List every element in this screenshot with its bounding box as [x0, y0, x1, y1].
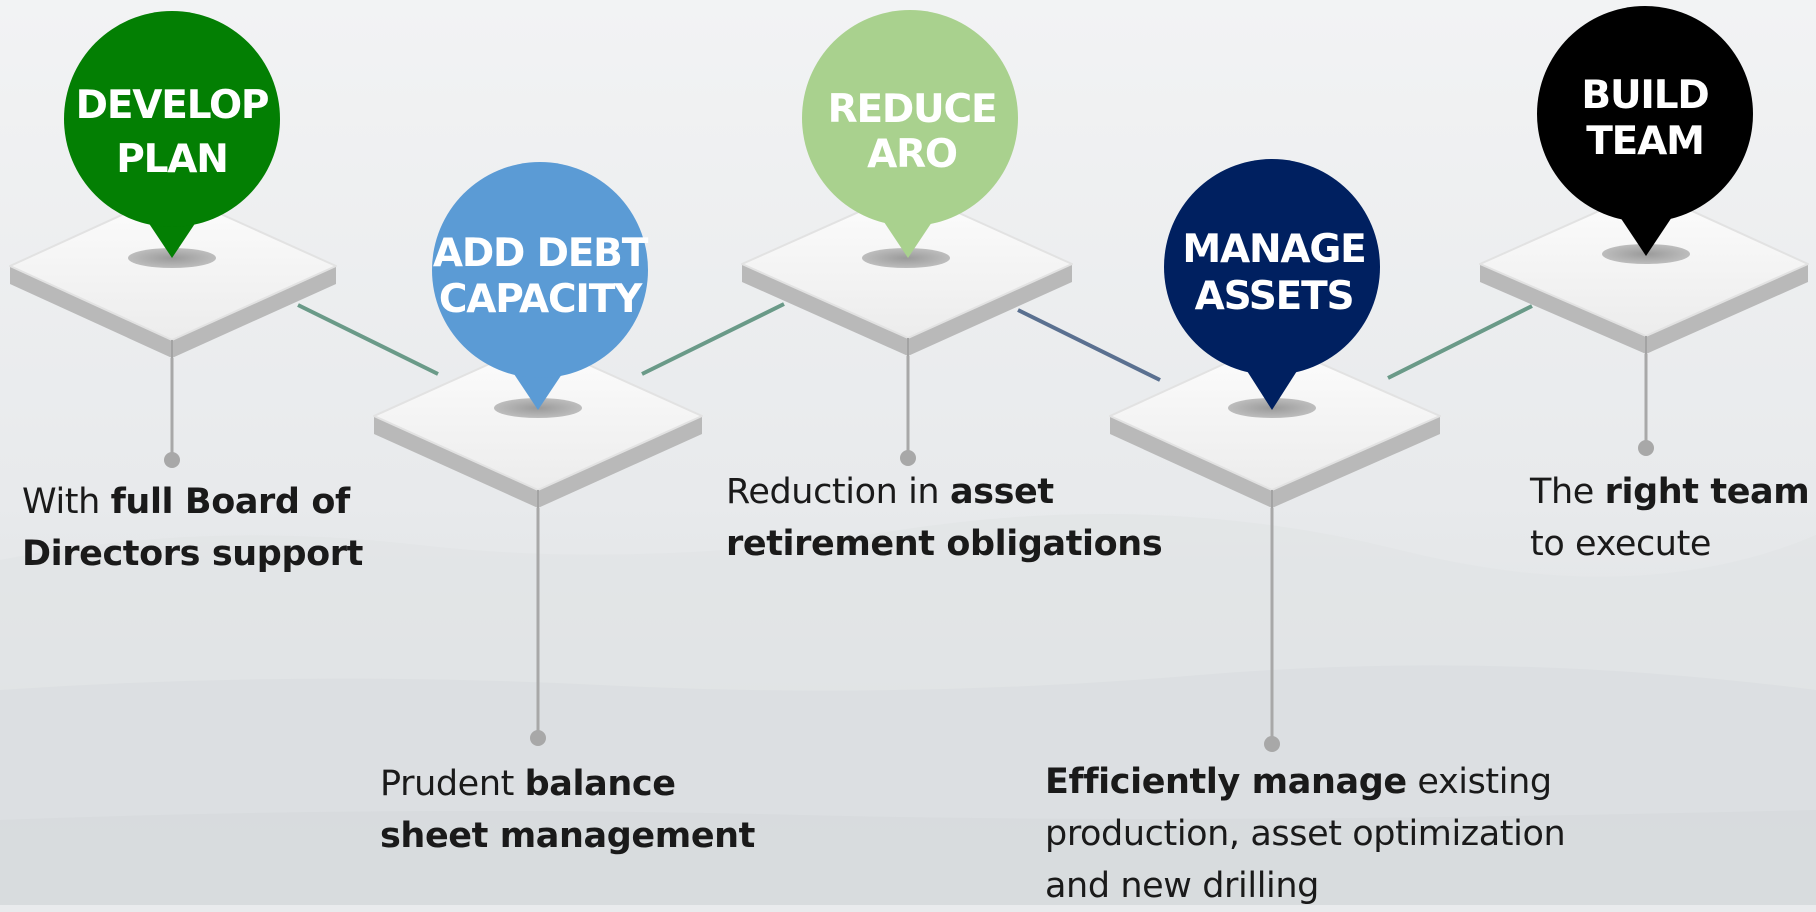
leader-dot-3: [900, 450, 916, 466]
caption-bold-text: Efficiently manage: [1045, 762, 1407, 802]
caption-manage-line1: Efficiently manage existing: [1045, 756, 1565, 808]
caption-manage-line2: production, asset optimization: [1045, 814, 1566, 854]
caption-build-line2: to execute: [1530, 524, 1712, 564]
platform-3: [741, 189, 1073, 356]
pin-label-debt-line1: ADD DEBT: [433, 231, 649, 276]
connector-1-2: [297, 303, 439, 376]
leader-lines: [164, 354, 1654, 752]
pin-reduce-aro[interactable]: REDUCE ARO: [802, 10, 1018, 258]
leader-dot-2: [530, 730, 546, 746]
pin-label-debt-line2: CAPACITY: [439, 277, 643, 322]
caption-reduce-aro: Reduction in asset retirement obligation…: [726, 466, 1163, 570]
caption-manage-assets: Efficiently manage existing production, …: [1045, 756, 1566, 912]
connector-3-4: [1017, 308, 1161, 382]
pin-label-reduce-line2: ARO: [867, 132, 957, 177]
platform-2: [373, 341, 703, 508]
pin-manage-assets[interactable]: MANAGE ASSETS: [1164, 159, 1380, 410]
pin-label-develop-line2: PLAN: [116, 137, 227, 182]
pin-add-debt-capacity[interactable]: ADD DEBT CAPACITY: [432, 162, 650, 410]
caption-plain-text: The: [1530, 472, 1605, 512]
platforms: [9, 189, 1809, 508]
caption-bold-text: right team: [1604, 472, 1810, 512]
pins: DEVELOP PLAN ADD DEBT CAPACITY REDUCE AR…: [64, 6, 1753, 410]
leader-dot-1: [164, 452, 180, 468]
pin-label-build-line1: BUILD: [1581, 73, 1708, 118]
caption-reduce-line1: Reduction in asset: [726, 466, 1162, 518]
caption-develop-line2: Directors support: [22, 528, 363, 580]
pin-label-manage-line1: MANAGE: [1182, 227, 1365, 272]
caption-bold-text: full Board of: [110, 482, 351, 522]
caption-add-debt-capacity: Prudent balance sheet management: [380, 758, 755, 862]
caption-debt-line1: Prudent balance: [380, 758, 755, 810]
connector-4-5: [1387, 304, 1533, 380]
pin-label-build-line2: TEAM: [1586, 119, 1703, 164]
pin-label-develop-line1: DEVELOP: [76, 83, 269, 128]
caption-plain-text: With: [22, 482, 111, 522]
platform-5: [1479, 189, 1809, 354]
leader-dot-5: [1638, 440, 1654, 456]
caption-develop-line1: With full Board of: [22, 476, 363, 528]
caption-plain-text: existing: [1406, 762, 1552, 802]
pin-label-manage-line2: ASSETS: [1195, 274, 1354, 319]
connector-2-3: [641, 302, 785, 376]
caption-bold-text: asset: [949, 472, 1054, 512]
caption-debt-line2: sheet management: [380, 810, 755, 862]
caption-bold-text: retirement obligations: [726, 524, 1163, 564]
caption-bold-text: Directors support: [22, 534, 363, 574]
connector-lines: [297, 302, 1533, 382]
caption-plain-text: Reduction in: [726, 472, 950, 512]
leader-dot-4: [1264, 736, 1280, 752]
platform-4: [1109, 341, 1441, 508]
caption-plain-text: Prudent: [380, 764, 525, 804]
caption-reduce-line2: retirement obligations: [726, 518, 1163, 570]
caption-bold-text: sheet management: [380, 816, 756, 856]
pin-develop-plan[interactable]: DEVELOP PLAN: [64, 11, 280, 258]
pin-label-reduce-line1: REDUCE: [828, 87, 997, 132]
caption-bold-text: balance: [524, 764, 676, 804]
caption-manage-line3: and new drilling: [1045, 866, 1319, 906]
caption-develop-plan: With full Board of Directors support: [22, 476, 363, 580]
caption-build-line1: The right team: [1530, 466, 1810, 518]
caption-build-team: The right team to execute: [1530, 466, 1810, 570]
pin-build-team[interactable]: BUILD TEAM: [1537, 6, 1753, 256]
